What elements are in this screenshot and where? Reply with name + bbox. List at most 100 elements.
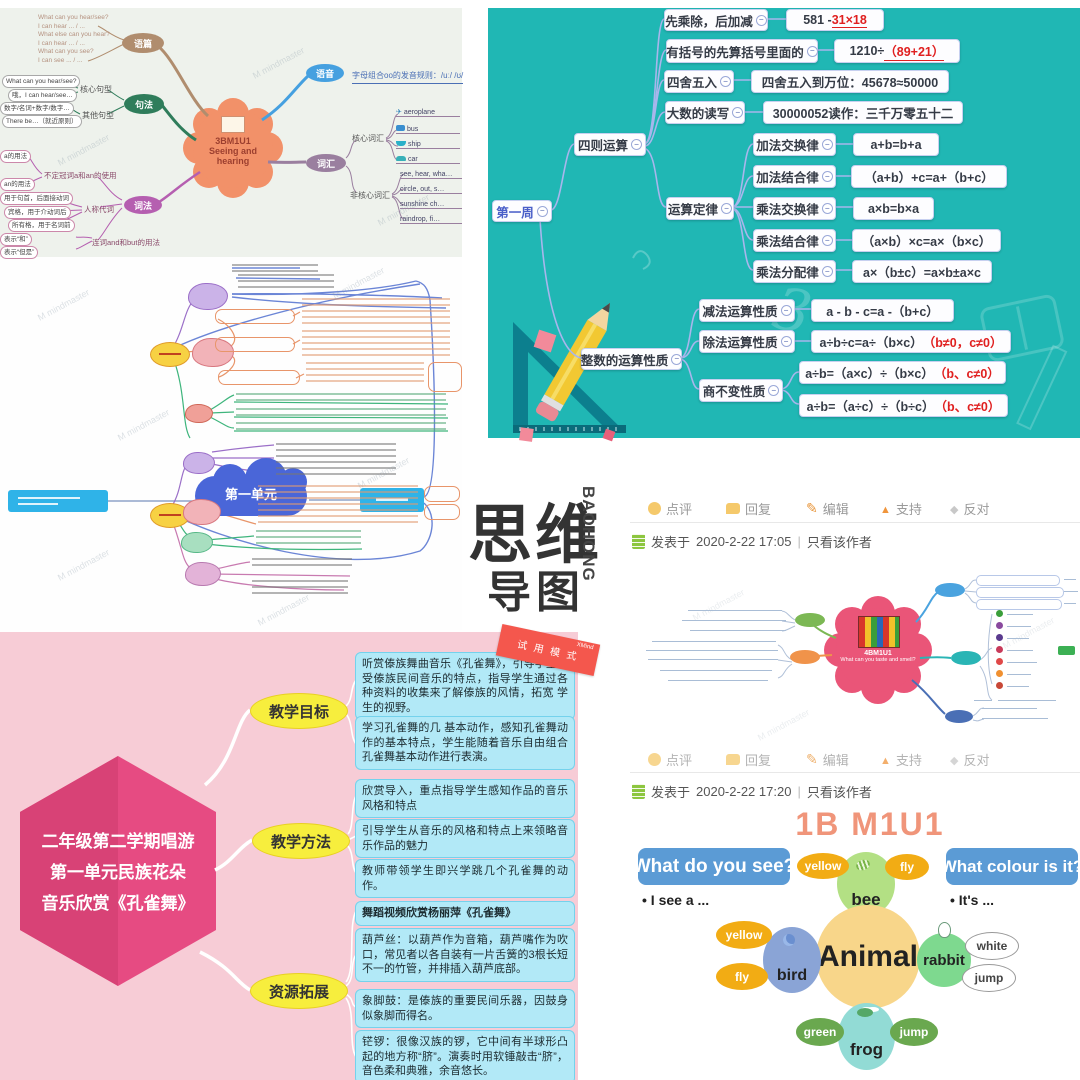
vocab-row: circle, out, s…	[400, 186, 462, 194]
formula-box: （a×b）×c=a×（b×c）	[852, 229, 1001, 252]
blurred-line	[982, 708, 1037, 709]
blurred-text	[236, 393, 446, 401]
blurred-text	[236, 408, 446, 416]
toolbar-support[interactable]: 支持	[880, 499, 922, 518]
branch-phonics: 语音	[306, 64, 344, 82]
outlined-box	[424, 486, 460, 502]
mini-map-badge[interactable]	[1058, 646, 1075, 655]
frog-doodle-icon	[857, 1008, 873, 1017]
blurred-line	[1064, 591, 1078, 592]
toolbar-reply[interactable]: 回复	[726, 499, 771, 518]
divider	[630, 522, 1080, 523]
toolbar-comment[interactable]: 点评	[648, 750, 692, 769]
collapse-icon[interactable]	[821, 139, 833, 150]
only-author-link[interactable]: 只看该作者	[806, 535, 872, 550]
topic-cloud	[185, 562, 221, 586]
node-rule: 有括号的先算括号里面的	[666, 39, 818, 63]
other-pattern-label: 其他句型	[82, 111, 114, 120]
toolbar-edit[interactable]: 编辑	[806, 750, 849, 769]
morph-box: 表示“和”	[0, 233, 32, 246]
blurred-line	[982, 718, 1048, 719]
morph-box: a的用法	[0, 150, 32, 163]
fruit-grape-icon	[996, 622, 1003, 629]
noncore-vocab-label: 非核心词汇	[350, 191, 390, 200]
branch-syntax: 句法	[124, 94, 164, 114]
phonics-rule: 字母组合oo的发音规则：/uː/ /ʊ/	[352, 70, 464, 84]
blurred-line	[668, 680, 768, 681]
collapse-icon[interactable]	[780, 336, 792, 347]
method-item: 引导学生从音乐的风格和特点上来领略音乐作品的魅力	[355, 819, 575, 859]
toolbar-oppose[interactable]: 反对	[950, 750, 989, 769]
syntax-box: 数字/名词+数字/数字…	[0, 102, 74, 115]
goal-item: 学习孔雀舞的几 基本动作，感知孔雀舞动作的基本特点，学生能随着音乐自由组合孔雀舞…	[355, 716, 575, 770]
collapse-icon[interactable]	[755, 14, 767, 26]
collapse-icon[interactable]	[732, 107, 744, 118]
animal-map-title: 1B M1U1	[795, 806, 945, 842]
collapse-icon[interactable]	[821, 171, 833, 182]
topic-cloud	[183, 499, 221, 525]
formula-box: （a+b）+c=a+（b+c）	[851, 165, 1007, 188]
blurred-text	[302, 330, 450, 358]
blurred-text	[256, 530, 361, 546]
collapse-icon[interactable]	[721, 203, 732, 214]
vocab-row: ship	[396, 141, 460, 149]
core-pattern-label: 核心句型	[80, 85, 112, 94]
ship-icon	[396, 141, 406, 146]
blurred-line	[1007, 614, 1033, 615]
only-author-link[interactable]: 只看该作者	[806, 785, 872, 800]
collapse-icon[interactable]	[768, 385, 780, 396]
collapse-icon[interactable]	[671, 353, 683, 365]
syntax-box: What can you hear/see?	[2, 75, 81, 88]
node-laws: 运算定律	[666, 197, 734, 220]
word-pill: jump	[962, 964, 1016, 992]
picture-thumbnail	[221, 116, 245, 133]
resource-item: 象脚鼓：是傣族的重要民间乐器，因鼓身似象脚而得名。	[355, 989, 575, 1029]
logo-line2: 导图	[487, 568, 585, 617]
resource-item: 舞蹈视频欣赏杨丽萍《孔雀舞》	[355, 901, 575, 926]
branch-goal: 教学目标	[250, 693, 348, 729]
collapse-icon[interactable]	[631, 139, 642, 150]
toolbar-reply[interactable]: 回复	[726, 750, 771, 769]
outlined-box	[215, 337, 295, 352]
fruit-strawberry-icon	[996, 658, 1003, 665]
logo-vertical: BAOHONG	[579, 486, 598, 582]
support-icon	[880, 501, 891, 516]
word-pill: yellow	[716, 921, 772, 949]
fruit-plum-icon	[996, 634, 1003, 641]
word-pill: yellow	[797, 853, 849, 879]
toolbar-edit[interactable]: 编辑	[806, 499, 849, 518]
word-pill: jump	[890, 1018, 938, 1046]
branch-vocab: 词汇	[306, 154, 346, 172]
branch-method: 教学方法	[252, 823, 350, 859]
blurred-line	[1007, 662, 1037, 663]
node-law: 乘法分配律	[753, 260, 836, 283]
mini-branch-navy	[945, 710, 973, 723]
blurred-line	[1007, 650, 1033, 651]
toolbar-comment[interactable]: 点评	[648, 499, 692, 518]
blurred-line	[688, 610, 782, 611]
fruit-watermelon-icon	[996, 610, 1003, 617]
formula-box: 581 - 31×18	[786, 9, 884, 31]
logo-line1: 思维	[468, 499, 602, 571]
collapse-icon[interactable]	[821, 266, 833, 277]
collapse-icon[interactable]	[806, 45, 818, 57]
collapse-icon[interactable]	[720, 76, 731, 87]
collapse-icon[interactable]	[536, 205, 548, 217]
morph-box: 用于句首，后面接动词	[0, 192, 73, 205]
passage-sentences: What can you hear/see?I can hear ... / .…	[38, 14, 110, 64]
syntax-box: There be…（就近原则）	[2, 115, 82, 128]
mini-branch-teal	[951, 651, 981, 665]
morph-branch: 不定冠词a和an的使用	[44, 171, 117, 180]
node-law: 乘法结合律	[753, 229, 836, 252]
collapse-icon[interactable]	[821, 203, 833, 214]
toolbar-oppose[interactable]: 反对	[950, 499, 989, 518]
mini-branch-green	[795, 613, 825, 627]
blurred-pill	[976, 587, 1064, 598]
collapse-icon[interactable]	[780, 305, 792, 316]
collapse-icon[interactable]	[821, 235, 833, 246]
formula-box: a+b=b+a	[853, 133, 939, 156]
toolbar-support[interactable]: 支持	[880, 750, 922, 769]
node-rule: 大数的读写	[665, 101, 745, 124]
